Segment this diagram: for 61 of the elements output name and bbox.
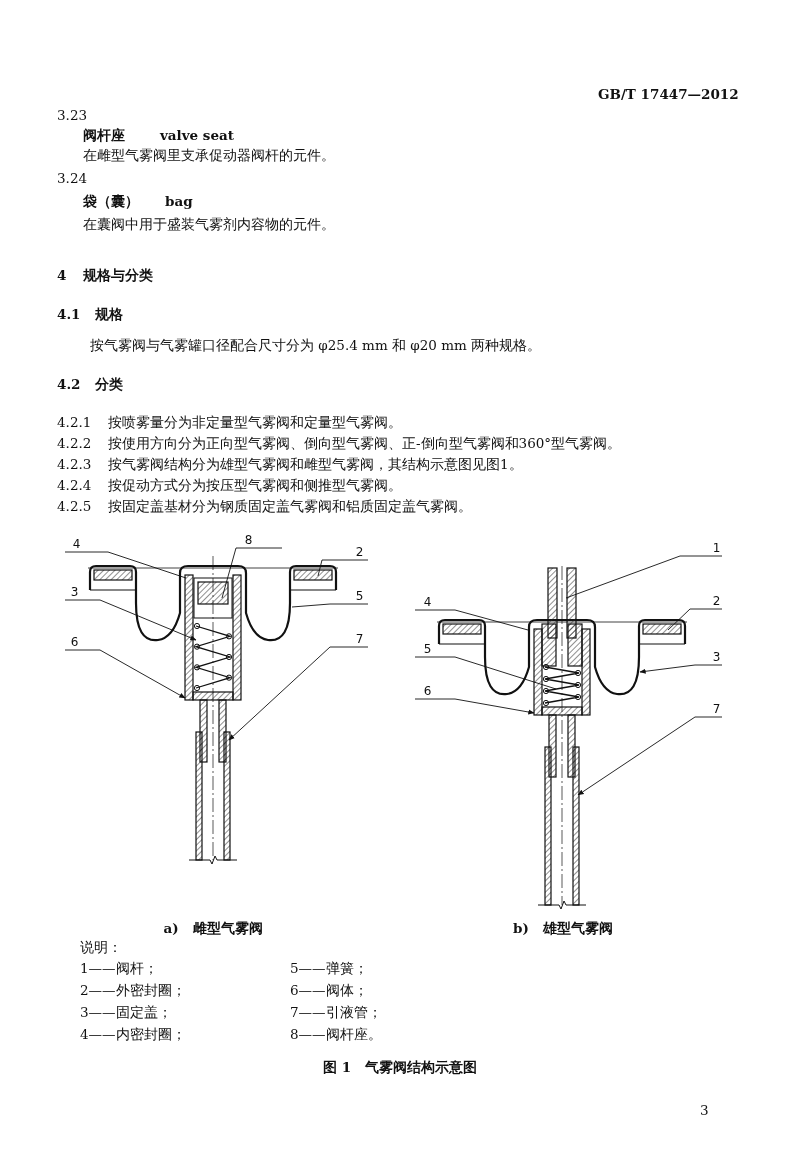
callout-number: 5 bbox=[423, 642, 432, 657]
leader-line bbox=[291, 603, 369, 608]
legend-item: 5——弹簧； bbox=[290, 960, 368, 976]
header-code: GB/T 17447—2012 bbox=[598, 86, 739, 102]
callout-number: 1 bbox=[712, 541, 721, 556]
paragraph-text: 按喷雾量分为非定量型气雾阀和定量型气雾阀。 bbox=[108, 414, 402, 430]
leader-line bbox=[414, 609, 529, 631]
callout-number: 6 bbox=[423, 684, 432, 699]
callout-number: 7 bbox=[712, 702, 721, 717]
figure-subcaption: b) 雄型气雾阀 bbox=[513, 920, 613, 936]
clause-number: 4.1 bbox=[57, 306, 81, 322]
term: valve seat bbox=[160, 127, 235, 143]
clause-number: 4.2.5 bbox=[57, 498, 92, 514]
clause-number: 4.2.4 bbox=[57, 477, 92, 493]
clause-number: 4.2.2 bbox=[57, 435, 92, 451]
clause-number: 3.23 bbox=[57, 107, 88, 123]
page-number: 3 bbox=[700, 1102, 709, 1118]
section-heading: 规格 bbox=[95, 306, 123, 322]
section-heading: 规格与分类 bbox=[83, 267, 153, 283]
leader-line bbox=[64, 551, 187, 579]
callout-number: 5 bbox=[355, 589, 364, 604]
callout-number: 8 bbox=[244, 533, 253, 548]
callout-number: 2 bbox=[712, 594, 721, 609]
paragraph-text: 按使用方向分为正向型气雾阀、倒向型气雾阀、正-倒向型气雾阀和360°型气雾阀。 bbox=[108, 435, 622, 451]
paragraph-text: 按促动方式分为按压型气雾阀和侧推型气雾阀。 bbox=[108, 477, 402, 493]
figure-caption: 图 1 气雾阀结构示意图 bbox=[323, 1059, 478, 1075]
paragraph-text: 按气雾阀与气雾罐口径配合尺寸分为 φ25.4 mm 和 φ20 mm 两种规格。 bbox=[90, 337, 542, 353]
legend-heading: 说明： bbox=[80, 939, 122, 955]
leader-line bbox=[565, 555, 723, 599]
clause-number: 4.2.1 bbox=[57, 414, 92, 430]
term: bag bbox=[165, 193, 193, 209]
term: 袋（囊） bbox=[83, 193, 139, 209]
section-heading: 分类 bbox=[95, 376, 123, 392]
clause-number: 3.24 bbox=[57, 170, 88, 186]
legend-item: 2——外密封圈； bbox=[80, 982, 186, 998]
callout-number: 3 bbox=[712, 650, 721, 665]
callout-number: 4 bbox=[423, 595, 432, 610]
leader-line bbox=[414, 656, 557, 690]
legend-item: 8——阀杆座。 bbox=[290, 1026, 382, 1042]
leader-line bbox=[221, 547, 283, 599]
legend-item: 4——内密封圈； bbox=[80, 1026, 186, 1042]
section-number: 4 bbox=[57, 267, 67, 283]
legend-item: 6——阀体； bbox=[290, 982, 368, 998]
callout-number: 6 bbox=[70, 635, 79, 650]
callout-number: 2 bbox=[355, 545, 364, 560]
legend-item: 1——阀杆； bbox=[80, 960, 158, 976]
legend-item: 7——引液管； bbox=[290, 1004, 382, 1020]
paragraph-text: 按气雾阀结构分为雄型气雾阀和雌型气雾阀，其结构示意图见图1。 bbox=[108, 456, 523, 472]
clause-number: 4.2 bbox=[57, 376, 81, 392]
clause-number: 4.2.3 bbox=[57, 456, 92, 472]
definition-text: 在雌型气雾阀里支承促动器阀杆的元件。 bbox=[83, 147, 335, 163]
term: 阀杆座 bbox=[83, 127, 125, 143]
leader-line bbox=[667, 608, 723, 631]
figure-subcaption: a) 雌型气雾阀 bbox=[163, 920, 263, 936]
callout-number: 3 bbox=[70, 585, 79, 600]
callout-number: 7 bbox=[355, 632, 364, 647]
leader-line bbox=[317, 559, 369, 577]
definition-text: 在囊阀中用于盛装气雾剂内容物的元件。 bbox=[83, 216, 335, 232]
callout-number: 4 bbox=[72, 537, 81, 552]
paragraph-text: 按固定盖基材分为钢质固定盖气雾阀和铝质固定盖气雾阀。 bbox=[108, 498, 472, 514]
legend-item: 3——固定盖； bbox=[80, 1004, 172, 1020]
